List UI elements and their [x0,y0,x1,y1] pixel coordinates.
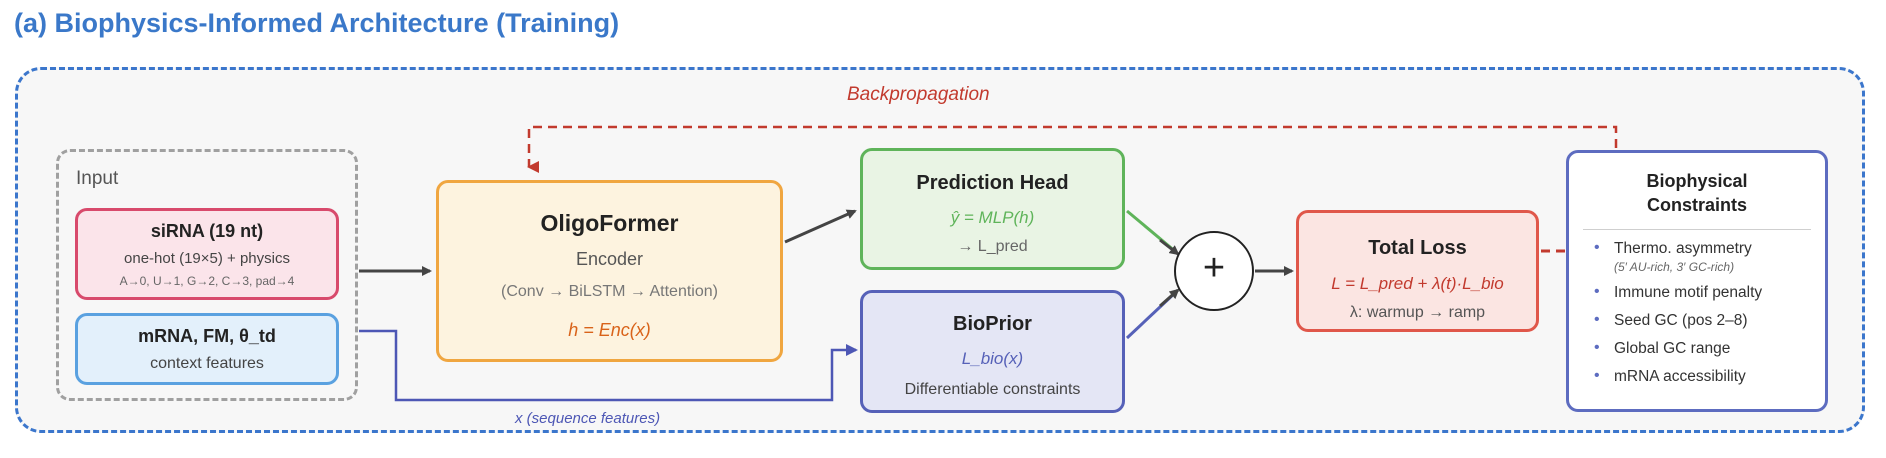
constraint-label: Thermo. asymmetry [1614,240,1752,257]
bioprior-formula: L_bio(x) [961,349,1024,368]
encoder-to-prediction-arrow [784,209,857,244]
total-loss-schedule: λ: warmup → ramp [1349,304,1486,321]
constraints-title-line2: Constraints [1646,195,1747,215]
prediction-head-output: → L_pred [957,238,1028,255]
prediction-head-title: Prediction Head [916,172,1069,194]
oligoformer-pipeline: (Conv → BiLSTM → Attention) [501,283,718,300]
input-group-label: Input [76,168,119,189]
sirna-encoding: one-hot (19×5) + physics [124,250,290,267]
sequence-features-path [359,329,858,402]
plus-icon: + [1202,247,1226,289]
list-item: Thermo. asymmetry (5′ AU-rich, 3′ GC-ric… [1590,239,1822,274]
bioprior-description: Differentiable constraints [904,381,1081,398]
input-group [56,149,358,401]
sequence-features-label: x (sequence features) [515,410,661,427]
list-item: Immune motif penalty [1590,283,1822,302]
list-item: Global GC range [1590,339,1822,358]
total-loss-formula: L = L_pred + λ(t)·L_bio [1331,274,1504,293]
total-loss-box: Total Loss L = L_pred + λ(t)·L_bio λ: wa… [1296,210,1539,332]
constraint-label: Immune motif penalty [1614,284,1763,301]
constraint-label: Global GC range [1614,340,1731,357]
sirna-mapping: A→0, U→1, G→2, C→3, pad→4 [119,274,295,288]
mrna-title: mRNA, FM, θ_td [138,326,276,346]
prediction-head-formula: ŷ = MLP(h) [950,208,1035,227]
oligoformer-title: OligoFormer [540,210,679,236]
oligoformer-subtitle: Encoder [575,249,644,269]
constraint-detail: (5′ AU-rich, 3′ GC-rich) [1614,260,1735,274]
constraint-label: Seed GC (pos 2–8) [1614,312,1748,329]
total-loss-title: Total Loss [1368,237,1467,259]
sirna-input-box: siRNA (19 nt) one-hot (19×5) + physics A… [75,208,339,300]
constraint-label: mRNA accessibility [1614,368,1746,385]
prediction-head-box: Prediction Head ŷ = MLP(h) → L_pred [860,148,1125,270]
mrna-input-box: mRNA, FM, θ_td context features [75,313,339,385]
mrna-context: context features [150,355,264,372]
constraints-divider [1583,229,1811,230]
list-item: mRNA accessibility [1590,367,1822,386]
backpropagation-path [527,125,1618,173]
bioprior-box: BioPrior L_bio(x) Differentiable constra… [860,290,1125,413]
sirna-title: siRNA (19 nt) [150,221,264,241]
list-item: Seed GC (pos 2–8) [1590,311,1822,330]
backpropagation-label: Backpropagation [847,84,990,105]
constraints-list: Thermo. asymmetry (5′ AU-rich, 3′ GC-ric… [1590,239,1822,396]
sum-node: + [1174,231,1254,311]
prediction-to-sum-arrowhead [1159,238,1180,256]
oligoformer-formula: h = Enc(x) [568,320,651,340]
bioprior-to-sum-arrowhead [1159,288,1180,308]
constraints-title-line1: Biophysical [1646,171,1748,191]
bioprior-title: BioPrior [953,313,1032,335]
oligoformer-encoder-box: OligoFormer Encoder (Conv → BiLSTM → Att… [436,180,783,362]
page-title: (a) Biophysics-Informed Architecture (Tr… [14,8,620,38]
